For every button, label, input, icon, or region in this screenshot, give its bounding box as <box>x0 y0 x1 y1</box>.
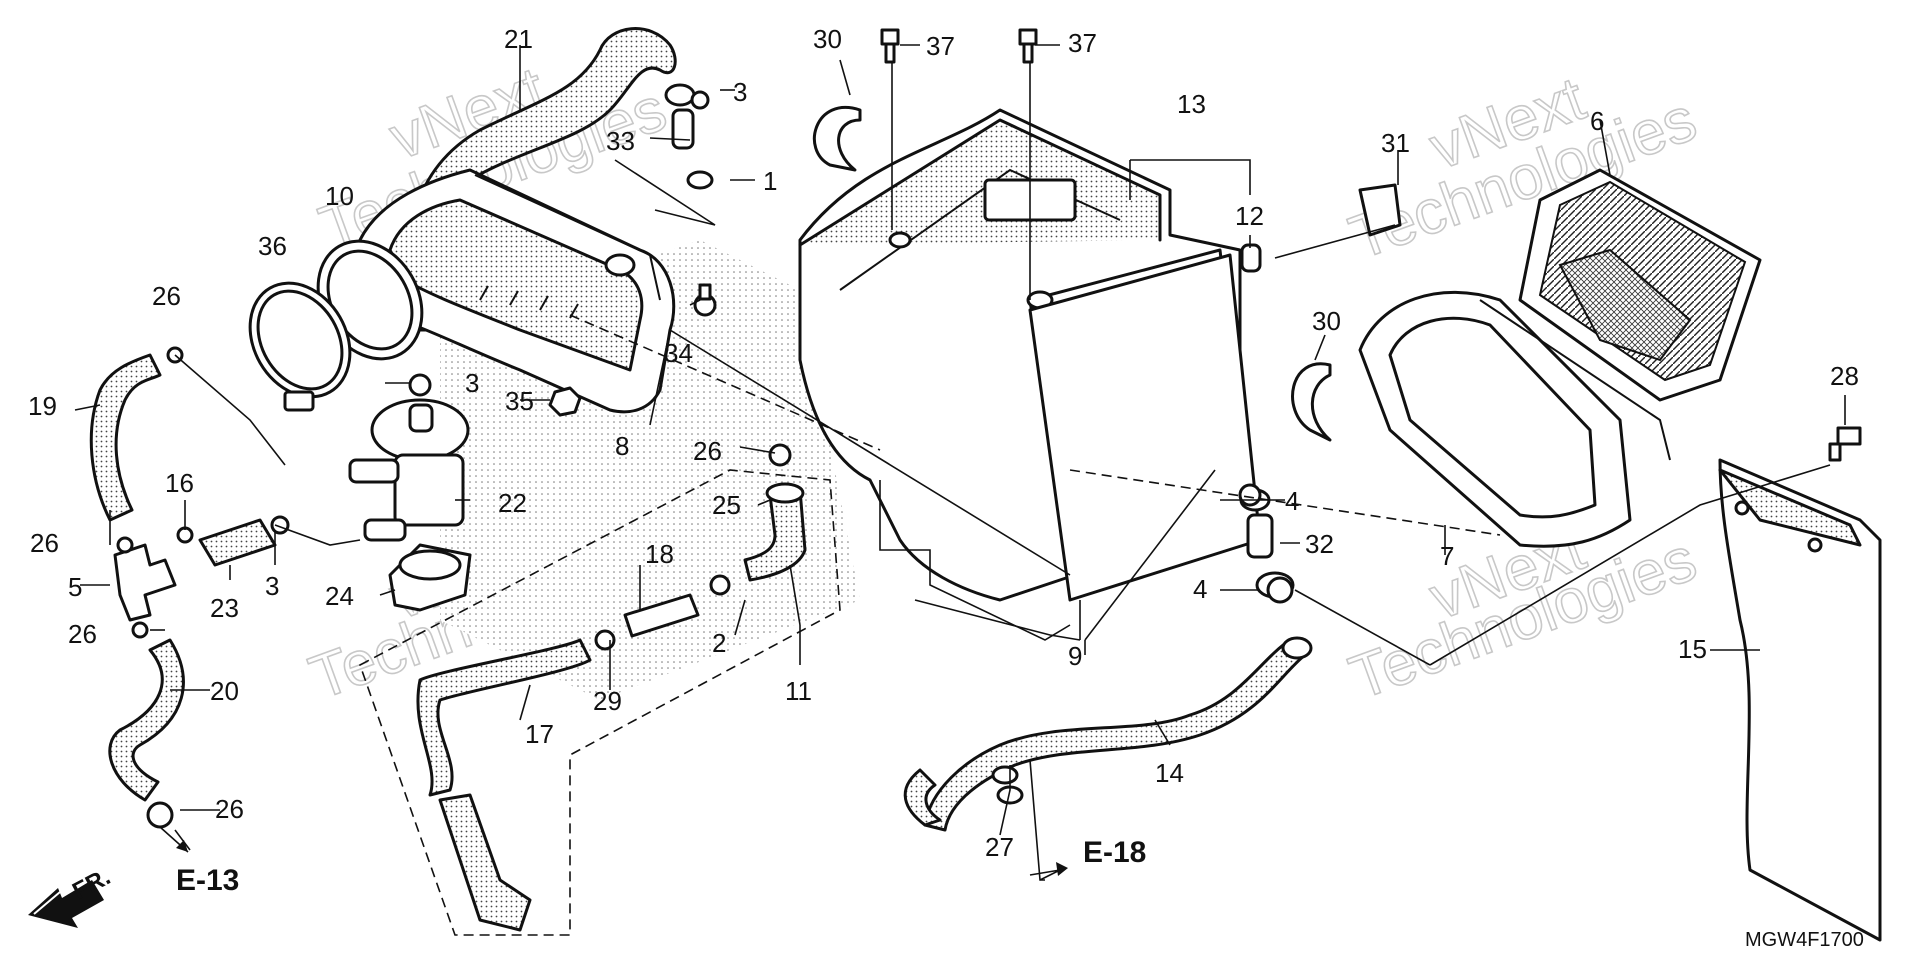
callout-4-top: 4 <box>1285 486 1299 516</box>
clamp-30-right <box>1291 362 1332 442</box>
bracket-9 <box>879 480 1081 641</box>
callout-28: 28 <box>1830 361 1859 391</box>
reference-e18[interactable]: E-18 <box>1083 836 1146 869</box>
callout-18: 18 <box>645 539 674 569</box>
joint-5 <box>113 543 177 622</box>
clamp-30-top <box>812 106 862 172</box>
callout-31: 31 <box>1381 128 1410 158</box>
group-outline-11 <box>359 314 1501 936</box>
hose-17 <box>416 638 592 932</box>
callout-37-right: 37 <box>1068 28 1097 58</box>
callout-12: 12 <box>1235 201 1264 231</box>
bolt-37-right <box>1018 28 1038 64</box>
callout-26-left-low: 26 <box>68 619 97 649</box>
callout-33: 33 <box>606 126 635 156</box>
callout-26-bottom: 26 <box>215 794 244 824</box>
callout-26-top: 26 <box>152 281 181 311</box>
callout-5: 5 <box>68 572 82 602</box>
callout-21: 21 <box>504 24 533 54</box>
callout-13: 13 <box>1177 89 1206 119</box>
callout-34: 34 <box>664 338 693 368</box>
clamp-27 <box>991 765 1024 805</box>
callout-7: 7 <box>1440 541 1454 571</box>
joint-33 <box>664 83 714 190</box>
callout-35: 35 <box>505 386 534 416</box>
callout-3-low: 3 <box>265 571 279 601</box>
hose-20 <box>108 638 185 802</box>
callout-30-top: 30 <box>813 24 842 54</box>
callout-37-left: 37 <box>926 31 955 61</box>
callout-1: 1 <box>763 166 777 196</box>
callout-numbers: 21 30 37 37 3 33 1 13 31 6 12 10 36 26 3… <box>28 24 1859 862</box>
joint-18 <box>623 593 700 638</box>
callout-15: 15 <box>1678 634 1707 664</box>
callout-20: 20 <box>210 676 239 706</box>
callout-27: 27 <box>985 832 1014 862</box>
callout-30-right: 30 <box>1312 306 1341 336</box>
callout-9: 9 <box>1068 641 1082 671</box>
callout-14: 14 <box>1155 758 1184 788</box>
callout-17: 17 <box>525 719 554 749</box>
callout-8: 8 <box>615 431 629 461</box>
air-duct-8 <box>355 168 676 414</box>
callout-29: 29 <box>593 686 622 716</box>
hose-23 <box>198 518 277 567</box>
gasket-9 <box>1028 253 1262 602</box>
callout-23: 23 <box>210 593 239 623</box>
nut-35 <box>548 386 582 417</box>
filter-element-6 <box>1518 168 1762 402</box>
callout-6: 6 <box>1590 106 1604 136</box>
arrow-e13 <box>159 826 189 853</box>
elbow-25 <box>743 482 807 582</box>
band-clamp-36 <box>248 281 352 412</box>
reference-e13[interactable]: E-13 <box>176 864 239 897</box>
bolt-28 <box>1828 426 1862 462</box>
callout-2: 2 <box>712 628 726 658</box>
callout-19: 19 <box>28 391 57 421</box>
bolt-37-left <box>880 28 900 64</box>
callout-26-mid: 26 <box>693 436 722 466</box>
hose-19 <box>89 353 162 522</box>
callout-26-left: 26 <box>30 528 59 558</box>
callout-25: 25 <box>712 490 741 520</box>
callout-24: 24 <box>325 581 354 611</box>
callout-11: 11 <box>785 676 812 706</box>
callout-10: 10 <box>325 181 354 211</box>
drain-hose-14 <box>903 636 1313 832</box>
callout-16: 16 <box>165 468 194 498</box>
cover-7 <box>1358 290 1671 548</box>
callout-3-top: 3 <box>733 77 747 107</box>
clip-set <box>116 90 1294 829</box>
front-arrow-icon <box>28 880 104 928</box>
duct-15 <box>1718 458 1882 942</box>
valve-22 <box>348 398 470 542</box>
rubber-mount-24 <box>388 543 472 612</box>
callout-36: 36 <box>258 231 287 261</box>
arrow-e18 <box>1029 862 1068 876</box>
callout-32: 32 <box>1305 529 1334 559</box>
callout-22: 22 <box>498 488 527 518</box>
leader-lines <box>74 44 1846 881</box>
callout-4-low: 4 <box>1193 574 1207 604</box>
callout-3-mid: 3 <box>465 368 479 398</box>
drawing-code: MGW4F1700 <box>1745 929 1864 951</box>
clip-31 <box>1358 183 1402 237</box>
pin-12 <box>1240 243 1262 273</box>
